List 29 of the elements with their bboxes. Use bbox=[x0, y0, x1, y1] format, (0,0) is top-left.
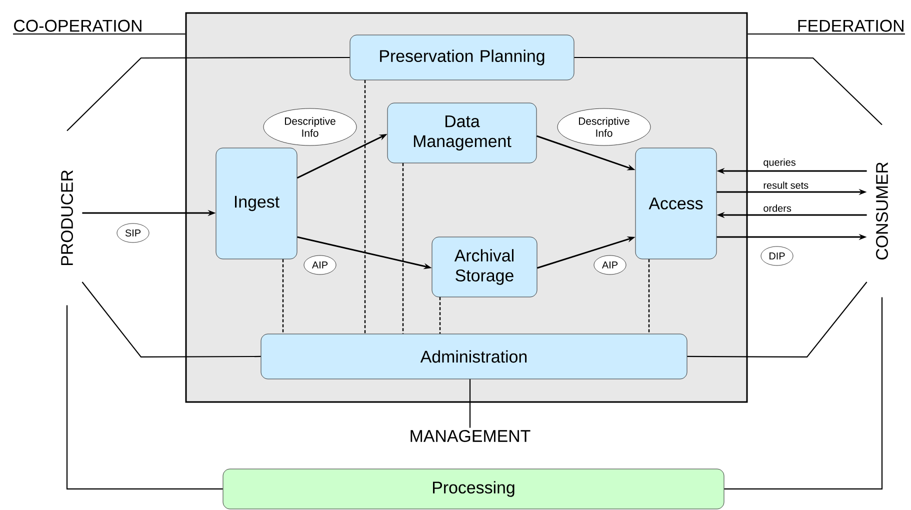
heading-label: MANAGEMENT bbox=[410, 430, 530, 442]
function-box: Archival Storage bbox=[432, 236, 538, 298]
dashed-line bbox=[439, 297, 441, 334]
connector-line bbox=[724, 297, 883, 490]
entity-label: PRODUCER bbox=[61, 170, 73, 266]
function-box: Data Management bbox=[387, 102, 537, 164]
function-box: Preservation Planning bbox=[350, 34, 574, 80]
dashed-line bbox=[364, 80, 366, 334]
heading-label: CO-OPERATION bbox=[14, 20, 142, 32]
function-box: Administration bbox=[260, 334, 688, 380]
connector-line bbox=[574, 56, 882, 126]
function-box: Access bbox=[635, 148, 717, 260]
function-box: Ingest bbox=[216, 148, 298, 260]
entity-label: CONSUMER bbox=[876, 162, 888, 260]
connector-line bbox=[13, 33, 186, 35]
edge-label: orders bbox=[762, 203, 792, 213]
process-box: Processing bbox=[222, 468, 724, 510]
heading-label: FEDERATION bbox=[798, 20, 904, 32]
connector-line bbox=[66, 305, 223, 490]
connector-line bbox=[748, 33, 905, 35]
edge-label: result sets bbox=[762, 180, 810, 190]
connector-line bbox=[687, 282, 868, 358]
connector-line bbox=[66, 56, 350, 132]
dashed-line bbox=[648, 259, 650, 334]
connector-line bbox=[82, 282, 261, 358]
connector-line bbox=[469, 379, 471, 428]
dashed-line bbox=[402, 163, 404, 334]
edge-label: queries bbox=[762, 158, 797, 169]
dashed-line bbox=[282, 259, 284, 334]
